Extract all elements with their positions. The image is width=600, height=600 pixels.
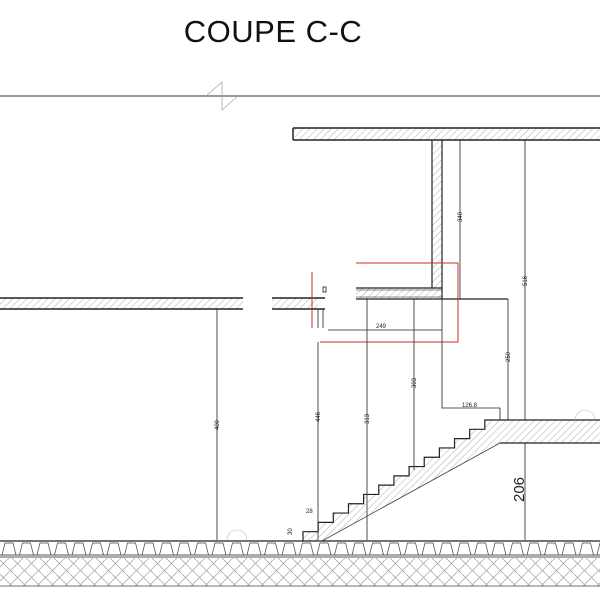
- foundation-block: [246, 542, 262, 556]
- foundation-block: [439, 542, 454, 556]
- dim-28: 28: [306, 509, 313, 515]
- foundation-block: [1, 542, 17, 556]
- left-slab: [0, 286, 327, 328]
- foundation-block: [421, 542, 437, 556]
- foundation-block: [106, 542, 122, 556]
- foundation-block: [229, 542, 244, 556]
- foundation-block: [404, 542, 419, 556]
- dim-206: 206: [511, 477, 528, 502]
- foundation-block: [194, 542, 209, 556]
- foundation-block: [474, 542, 489, 556]
- dim-30: 30: [288, 528, 294, 535]
- foundation-block: [544, 542, 559, 556]
- foundation-block: [386, 542, 402, 556]
- upper-slab: [292, 127, 600, 141]
- drawing-title: COUPE C-C: [183, 14, 363, 49]
- foundation-block: [509, 542, 524, 556]
- foundation-block: [141, 542, 157, 556]
- stair-soffit: [321, 442, 501, 542]
- foundation-block: [36, 542, 52, 556]
- dim-400: 400: [215, 419, 221, 430]
- foundation-block: [491, 542, 507, 556]
- dimension-lines: [216, 140, 526, 540]
- top-line: [0, 81, 600, 111]
- foundation-block: [316, 542, 332, 556]
- foundation-block: [561, 542, 577, 556]
- foundation-block: [264, 542, 279, 556]
- ground-foundation: [0, 540, 600, 587]
- foundation-block: [281, 542, 297, 556]
- foundation-block: [456, 542, 472, 556]
- break-symbol: [205, 81, 239, 111]
- dim-446: 446: [316, 411, 322, 422]
- foundation-block: [579, 542, 594, 556]
- staircase: [302, 419, 501, 542]
- foundation-block: [211, 542, 227, 556]
- red-markup: [311, 262, 459, 343]
- level-marker: [226, 409, 596, 541]
- foundation-block: [124, 542, 139, 556]
- dim-250: 250: [506, 351, 512, 362]
- dim-313: 313: [365, 413, 371, 424]
- dim-126-8: 126.8: [462, 403, 478, 409]
- foundation-block: [89, 542, 104, 556]
- dim-249: 249: [376, 324, 387, 330]
- foundation-block: [54, 542, 69, 556]
- foundation-block: [176, 542, 192, 556]
- foundation-block: [19, 542, 34, 556]
- foundation-block: [526, 542, 542, 556]
- foundation-block: [299, 542, 314, 556]
- vertical-wall: [431, 140, 443, 299]
- foundation-block: [159, 542, 174, 556]
- stair-fill: [303, 420, 500, 541]
- foundation-block: [351, 542, 367, 556]
- foundation-block: [71, 542, 87, 556]
- foundation-block: [334, 542, 349, 556]
- foundation-block: [596, 542, 600, 556]
- dim-516: 516: [523, 275, 529, 286]
- foundation-block: [369, 542, 384, 556]
- lower-landing: [500, 419, 600, 444]
- dim-340: 340: [458, 211, 464, 222]
- dim-303: 303: [412, 377, 418, 388]
- stair-steps: [302, 419, 500, 541]
- landing-slab-upper: [356, 287, 508, 300]
